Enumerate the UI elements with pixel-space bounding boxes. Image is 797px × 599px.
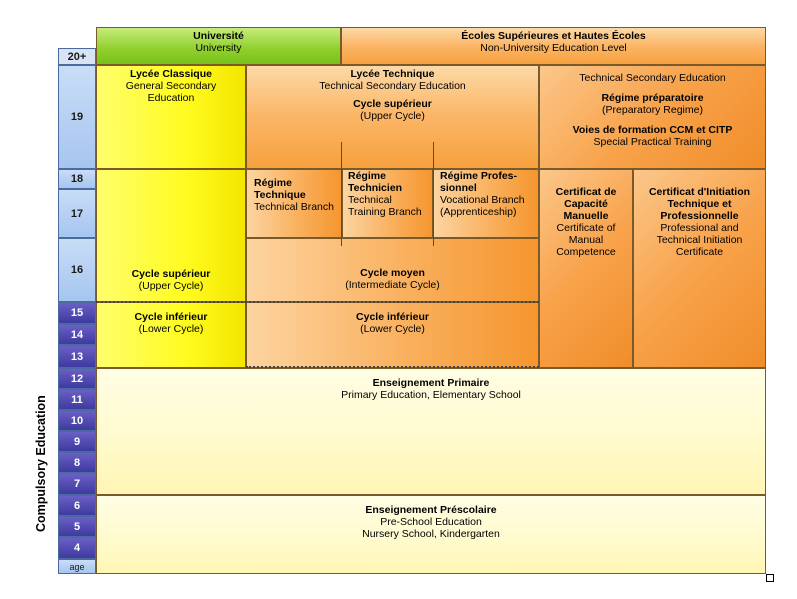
age-cell: 8	[58, 452, 96, 473]
citp-title: Certificat d'Initiation Technique et Pro…	[648, 186, 751, 222]
lycee-classique-title: Lycée Classique	[130, 68, 212, 80]
universite-title: Université	[193, 30, 244, 42]
regime-technicien-subtitle: Technical Training Branch	[348, 194, 422, 218]
regime-technicien-block: Régime Technicien Technical Training Bra…	[342, 169, 433, 238]
universite-subtitle: University	[195, 42, 242, 54]
ccm-subtitle: Certificate of Manual Competence	[556, 222, 616, 258]
compulsory-education-label: Compulsory Education	[34, 395, 48, 533]
ecoles-title: Écoles Supérieures et Hautes Écoles	[461, 30, 646, 42]
age-cell: 18	[58, 169, 96, 189]
classique-lower-block: Cycle inférieur (Lower Cycle)	[96, 302, 246, 368]
tech-secondary-line1: Technical Secondary Education	[579, 72, 726, 84]
age-cell: 19	[58, 65, 96, 169]
technique-lower-title: Cycle inférieur	[356, 311, 429, 323]
classique-upper-title: Cycle supérieur	[131, 268, 211, 280]
technique-lower-subtitle: (Lower Cycle)	[360, 323, 425, 335]
corner-handle	[766, 574, 774, 582]
lycee-technique-block: Lycée Technique Technical Secondary Educ…	[246, 65, 539, 169]
age-cell: 16	[58, 238, 96, 302]
primaire-block: Enseignement Primaire Primary Education,…	[96, 368, 766, 495]
universite-block: Université University	[96, 27, 341, 65]
cycle-moyen-block: Cycle moyen (Intermediate Cycle)	[246, 238, 539, 302]
ccm-block: Certificat de Capacité Manuelle Certific…	[539, 169, 633, 368]
voies-subtitle: Special Practical Training	[593, 136, 712, 148]
regime-professionnel-block: Régime Profes-sionnel Vocational Branch …	[433, 169, 539, 238]
age-cell: 5	[58, 516, 96, 537]
tech-secondary-block: Technical Secondary Education Régime pré…	[539, 65, 766, 169]
ecoles-subtitle: Non-University Education Level	[480, 42, 627, 54]
age-cell: 15	[58, 302, 96, 324]
citp-subtitle: Professional and Technical Initiation Ce…	[656, 222, 743, 258]
lycee-technique-divider-1	[341, 142, 342, 246]
regime-preparatoire-subtitle: (Preparatory Regime)	[602, 104, 703, 116]
ecoles-block: Écoles Supérieures et Hautes Écoles Non-…	[341, 27, 766, 65]
age-cell: 17	[58, 189, 96, 238]
age-cell: 13	[58, 345, 96, 368]
cycle-moyen-subtitle: (Intermediate Cycle)	[345, 279, 440, 291]
regime-technique-subtitle: Technical Branch	[254, 201, 334, 213]
age-cell: 12	[58, 368, 96, 389]
regime-technicien-title: Régime Technicien	[348, 170, 403, 194]
age-cell: 6	[58, 495, 96, 516]
voies-title: Voies de formation CCM et CITP	[572, 124, 733, 136]
prescolaire-line2: Nursery School, Kindergarten	[362, 528, 500, 540]
age-cell: 10	[58, 410, 96, 431]
regime-technique-title: Régime Technique	[254, 177, 306, 201]
lycee-technique-title: Lycée Technique	[350, 68, 435, 80]
regime-technique-block: Régime Technique Technical Branch	[246, 169, 342, 238]
classique-upper-subtitle: (Upper Cycle)	[138, 280, 204, 292]
lycee-classique-subtitle: General Secondary Education	[125, 80, 217, 104]
technique-lower-block: Cycle inférieur (Lower Cycle)	[246, 302, 539, 368]
prescolaire-title: Enseignement Préscolaire	[365, 504, 497, 516]
age-cell: 7	[58, 473, 96, 495]
lycee-technique-divider-2	[433, 142, 434, 246]
age-cell: age	[58, 559, 96, 574]
primary-divider	[246, 366, 539, 368]
age-cell: 14	[58, 324, 96, 345]
age-cell: 11	[58, 389, 96, 410]
lycee-technique-subtitle: Technical Secondary Education	[319, 80, 466, 92]
classique-upper-block: Cycle supérieur (Upper Cycle)	[96, 169, 246, 302]
lycee-classique-block: Lycée Classique General Secondary Educat…	[96, 65, 246, 169]
age-cell: 20+	[58, 48, 96, 65]
lycee-technique-cycle-subtitle: (Upper Cycle)	[360, 110, 425, 122]
primaire-subtitle: Primary Education, Elementary School	[341, 389, 521, 401]
primaire-title: Enseignement Primaire	[372, 377, 490, 389]
ccm-title: Certificat de Capacité Manuelle	[555, 186, 617, 222]
regime-professionnel-title: Régime Profes-sionnel	[440, 170, 518, 194]
cycle-moyen-title: Cycle moyen	[360, 267, 425, 279]
citp-block: Certificat d'Initiation Technique et Pro…	[633, 169, 766, 368]
prescolaire-line1: Pre-School Education	[380, 516, 482, 528]
age-cell: 4	[58, 537, 96, 559]
classique-lower-title: Cycle inférieur	[134, 311, 208, 323]
classique-lower-subtitle: (Lower Cycle)	[138, 323, 204, 335]
regime-professionnel-subtitle: Vocational Branch (Apprenticeship)	[440, 194, 525, 218]
regime-preparatoire-title: Régime préparatoire	[601, 92, 704, 104]
lower-cycle-divider	[96, 301, 539, 303]
prescolaire-block: Enseignement Préscolaire Pre-School Educ…	[96, 495, 766, 574]
age-cell: 9	[58, 431, 96, 452]
lycee-technique-cycle-title: Cycle supérieur	[353, 98, 432, 110]
